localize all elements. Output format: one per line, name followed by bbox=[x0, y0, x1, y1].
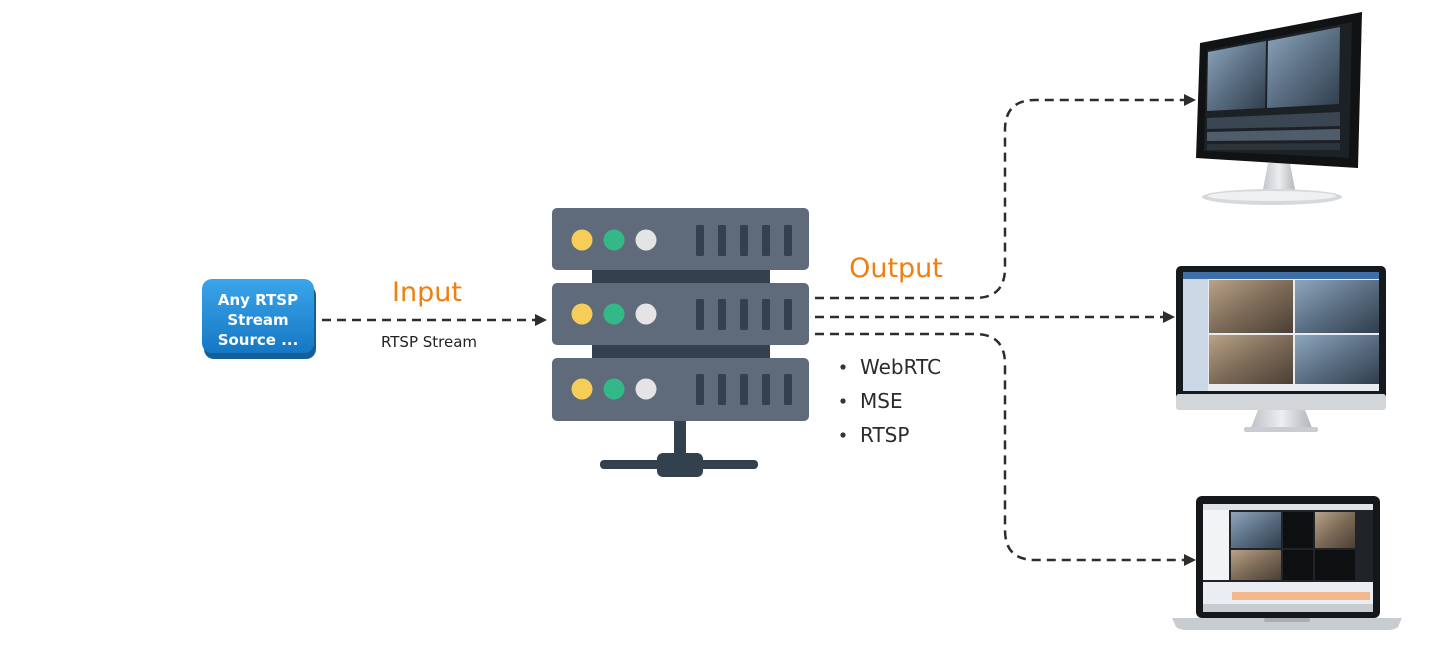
monitor-icon bbox=[1176, 266, 1386, 432]
laptop-icon bbox=[1172, 496, 1402, 630]
source-label-line-1: Any RTSP bbox=[218, 291, 298, 309]
stream-source-node: Any RTSP Stream Source ... bbox=[202, 279, 316, 359]
output-protocol-list: WebRTC MSE RTSP bbox=[840, 355, 941, 447]
server-unit-3 bbox=[552, 358, 809, 421]
output-title: Output bbox=[849, 253, 943, 284]
source-label-line-3: Source ... bbox=[218, 331, 299, 349]
server-icon bbox=[552, 208, 809, 477]
input-caption: RTSP Stream bbox=[381, 333, 477, 351]
server-unit-2 bbox=[552, 283, 809, 345]
server-unit-1 bbox=[552, 208, 809, 270]
source-label-line-2: Stream bbox=[227, 311, 288, 329]
input-title: Input bbox=[392, 277, 462, 308]
output-arrow-bottom bbox=[815, 332, 1196, 566]
protocol-item-webrtc: WebRTC bbox=[860, 355, 941, 379]
protocol-item-mse: MSE bbox=[860, 389, 903, 413]
output-arrow-top bbox=[815, 94, 1196, 300]
protocol-item-rtsp: RTSP bbox=[860, 423, 909, 447]
monitor-icon bbox=[1196, 12, 1362, 205]
